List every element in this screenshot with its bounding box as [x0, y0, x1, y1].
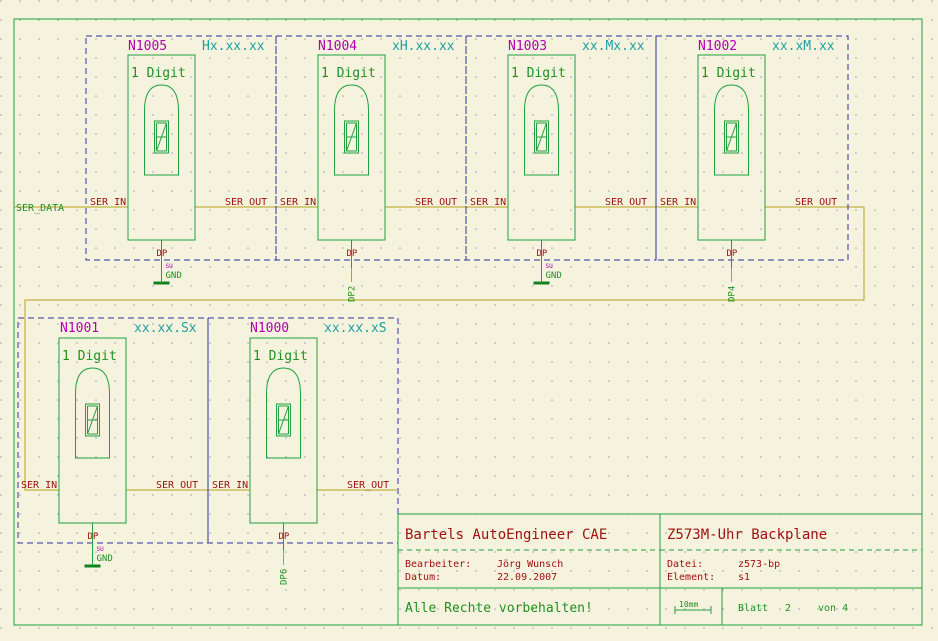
title-element-value: s1	[738, 572, 750, 583]
display-outline	[75, 367, 110, 459]
pin-ser-out: SER OUT	[415, 197, 457, 208]
component-ref: N1000	[250, 321, 289, 336]
title-editor-label: Bearbeiter:	[405, 559, 471, 570]
net-small-label: SU	[546, 263, 554, 270]
net-label-dp: DP6	[280, 569, 290, 585]
component-value: Hx.xx.xx	[202, 39, 265, 54]
pin-ser-in: SER IN	[280, 197, 316, 208]
pin-dp: DP	[727, 249, 738, 259]
title-sheet-label: Blatt	[738, 603, 768, 614]
display-digit-frame	[344, 120, 359, 154]
pin-ser-out: SER OUT	[225, 197, 267, 208]
title-project: Z573M-Uhr Backplane	[667, 527, 827, 543]
seven-segment-display-icon	[334, 84, 369, 176]
title-file-label: Datei:	[667, 559, 703, 570]
component-value: xx.xx.Sx	[134, 321, 197, 336]
component-body-label: 1 Digit	[511, 66, 566, 81]
display-segments	[278, 405, 289, 435]
net-label-dp: DP2	[348, 286, 358, 302]
display-segments	[536, 122, 547, 152]
display-digit-frame	[276, 403, 291, 437]
title-scale: 10mm	[679, 600, 698, 609]
display-outline	[144, 84, 179, 176]
component-group-box	[655, 35, 849, 261]
display-segments	[726, 122, 737, 152]
net-label-ser-data: SER_DATA	[16, 203, 64, 214]
net-small-label: SU	[166, 263, 174, 270]
pin-dp: DP	[88, 532, 99, 542]
display-segments	[346, 122, 357, 152]
pin-dp: DP	[347, 249, 358, 259]
seven-segment-display-icon	[524, 84, 559, 176]
display-segments	[156, 122, 167, 152]
pin-ser-out: SER OUT	[605, 197, 647, 208]
component-ref: N1002	[698, 39, 737, 54]
pin-dp: DP	[537, 249, 548, 259]
title-company: Bartels AutoEngineer CAE	[405, 527, 607, 543]
pin-ser-out: SER_OUT	[347, 480, 389, 491]
component-ref: N1005	[128, 39, 167, 54]
component-value: xH.xx.xx	[392, 39, 455, 54]
pin-ser-in: SER IN	[21, 480, 57, 491]
pin-ser-in: SER IN	[90, 197, 126, 208]
title-editor-value: Jörg Wunsch	[497, 559, 563, 570]
component-body-label: 1 Digit	[321, 66, 376, 81]
net-label-gnd: GND	[166, 271, 182, 281]
net-label-gnd: GND	[97, 554, 113, 564]
title-date-label: Datum:	[405, 572, 441, 583]
component-value: xx.xM.xx	[772, 39, 835, 54]
seven-segment-display-icon	[144, 84, 179, 176]
net-label-gnd: GND	[546, 271, 562, 281]
seven-segment-display-icon	[714, 84, 749, 176]
title-sheet-number: 2	[785, 603, 791, 614]
component-ref: N1004	[318, 39, 357, 54]
component-group-box	[207, 317, 399, 544]
component-group-box	[17, 317, 209, 544]
component-body-label: 1 Digit	[253, 349, 308, 364]
component-value: xx.xx.xS	[324, 321, 387, 336]
display-digit-frame	[724, 120, 739, 154]
title-sheet-of: von 4	[818, 603, 848, 614]
pin-ser-out: SER OUT	[156, 480, 198, 491]
title-file-value: z573-bp	[738, 559, 780, 570]
pin-ser-in: SER IN	[660, 197, 696, 208]
pin-dp: DP	[157, 249, 168, 259]
pin-ser-in: SER IN	[470, 197, 506, 208]
display-digit-frame	[154, 120, 169, 154]
component-ref: N1003	[508, 39, 547, 54]
component-body-label: 1 Digit	[62, 349, 117, 364]
display-digit-frame	[534, 120, 549, 154]
pin-ser-in: SER IN	[212, 480, 248, 491]
pin-ser-out: SER OUT	[795, 197, 837, 208]
component-value: xx.Mx.xx	[582, 39, 645, 54]
component-ref: N1001	[60, 321, 99, 336]
display-digit-frame	[85, 403, 100, 437]
net-small-label: SU	[97, 546, 105, 553]
title-block: Bartels AutoEngineer CAE Z573M-Uhr Backp…	[397, 513, 923, 626]
seven-segment-display-icon	[266, 367, 301, 459]
title-element-label: Element:	[667, 572, 715, 583]
title-rights: Alle Rechte vorbehalten!	[405, 601, 593, 616]
display-outline	[714, 84, 749, 176]
seven-segment-display-icon	[75, 367, 110, 459]
display-outline	[334, 84, 369, 176]
display-outline	[524, 84, 559, 176]
component-body-label: 1 Digit	[701, 66, 756, 81]
display-outline	[266, 367, 301, 459]
net-label-dp: DP4	[728, 286, 738, 302]
scale-bar	[674, 606, 712, 614]
display-segments	[87, 405, 98, 435]
title-date-value: 22.09.2007	[497, 572, 557, 583]
component-body-label: 1 Digit	[131, 66, 186, 81]
pin-dp: DP	[279, 532, 290, 542]
